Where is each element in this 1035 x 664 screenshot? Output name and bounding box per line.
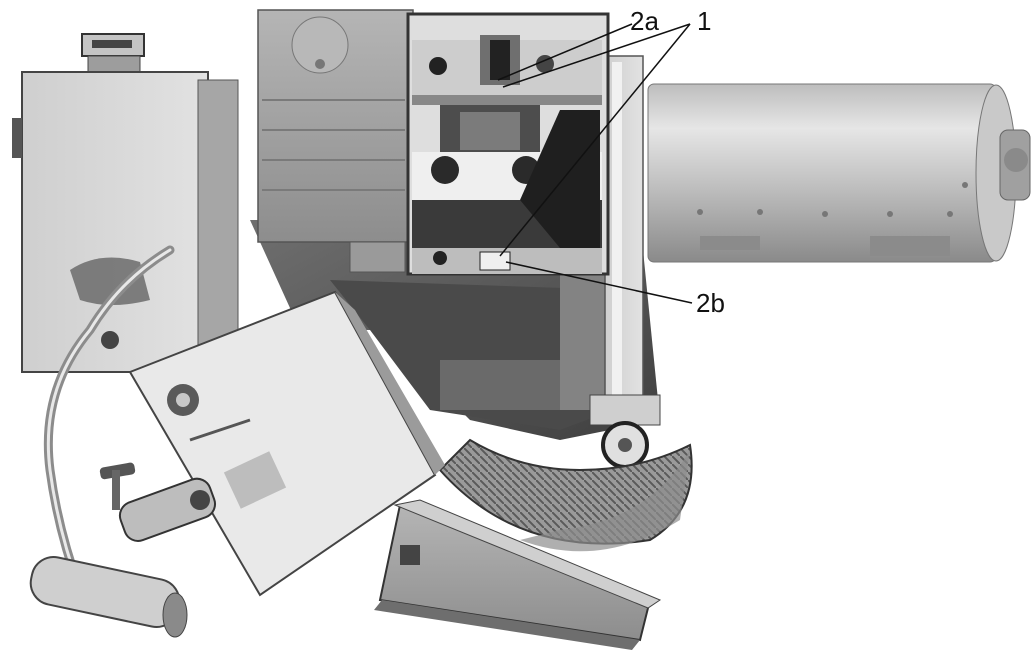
leader-lines [497,23,693,304]
leader-line-2b [505,261,693,304]
open-door-compartment [406,12,610,276]
right-frame-leg [589,55,661,469]
tilted-control-box [128,290,445,597]
cable [43,245,175,595]
leader-line-2a [497,23,633,81]
handle-tube [29,556,188,638]
leader-line-1-a [502,23,691,88]
callout-label-1: 1 [697,6,711,36]
top-clamp [81,33,145,75]
callout-label-2b: 2b [696,288,725,318]
left-cabinet [12,71,239,381]
curved-grate [438,438,693,552]
motor-cylinder [647,83,1031,263]
callout-label-2a: 2a [630,6,659,36]
gear-housing [257,9,414,273]
leader-line-1-b [499,23,691,257]
base-beam [374,499,662,650]
valve-handle [99,462,217,542]
